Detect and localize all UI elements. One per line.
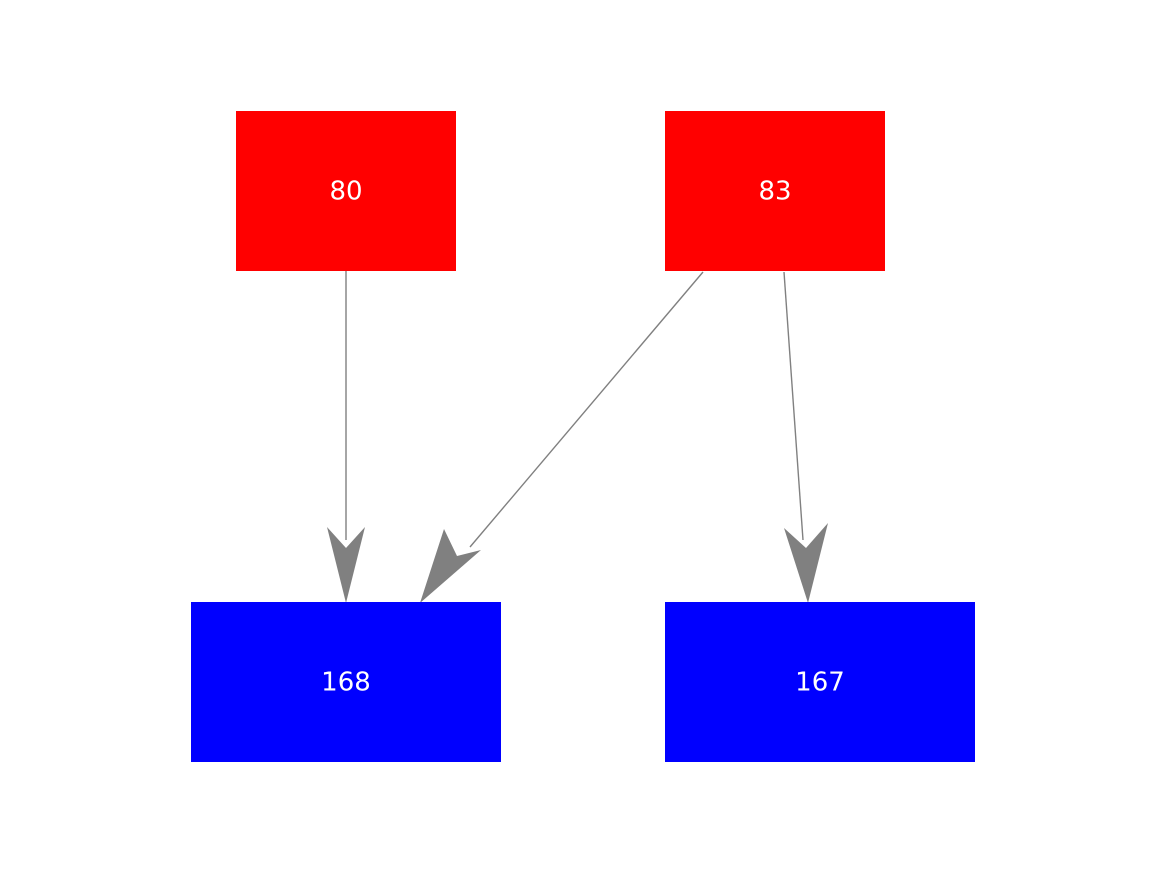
- node-168-rect[interactable]: [191, 602, 501, 762]
- node-83-rect[interactable]: [665, 111, 885, 271]
- node-168[interactable]: 168: [191, 602, 501, 762]
- edge-83-168-line: [469, 271, 704, 548]
- edge-83-167-line: [783, 271, 804, 541]
- node-83[interactable]: 83: [665, 111, 885, 271]
- edge-83-168-arrowhead-icon: [420, 529, 481, 603]
- edge-80-168[interactable]: [327, 271, 365, 603]
- edge-80-168-arrowhead-icon: [327, 527, 365, 603]
- node-layer: 80 83 168 167: [191, 111, 975, 762]
- edge-83-167-arrowhead-icon: [784, 523, 828, 603]
- edge-83-167[interactable]: [783, 271, 828, 603]
- edge-layer: [327, 271, 828, 603]
- node-80-rect[interactable]: [236, 111, 456, 271]
- node-167-rect[interactable]: [665, 602, 975, 762]
- node-80[interactable]: 80: [236, 111, 456, 271]
- node-167[interactable]: 167: [665, 602, 975, 762]
- edge-83-168[interactable]: [420, 271, 704, 603]
